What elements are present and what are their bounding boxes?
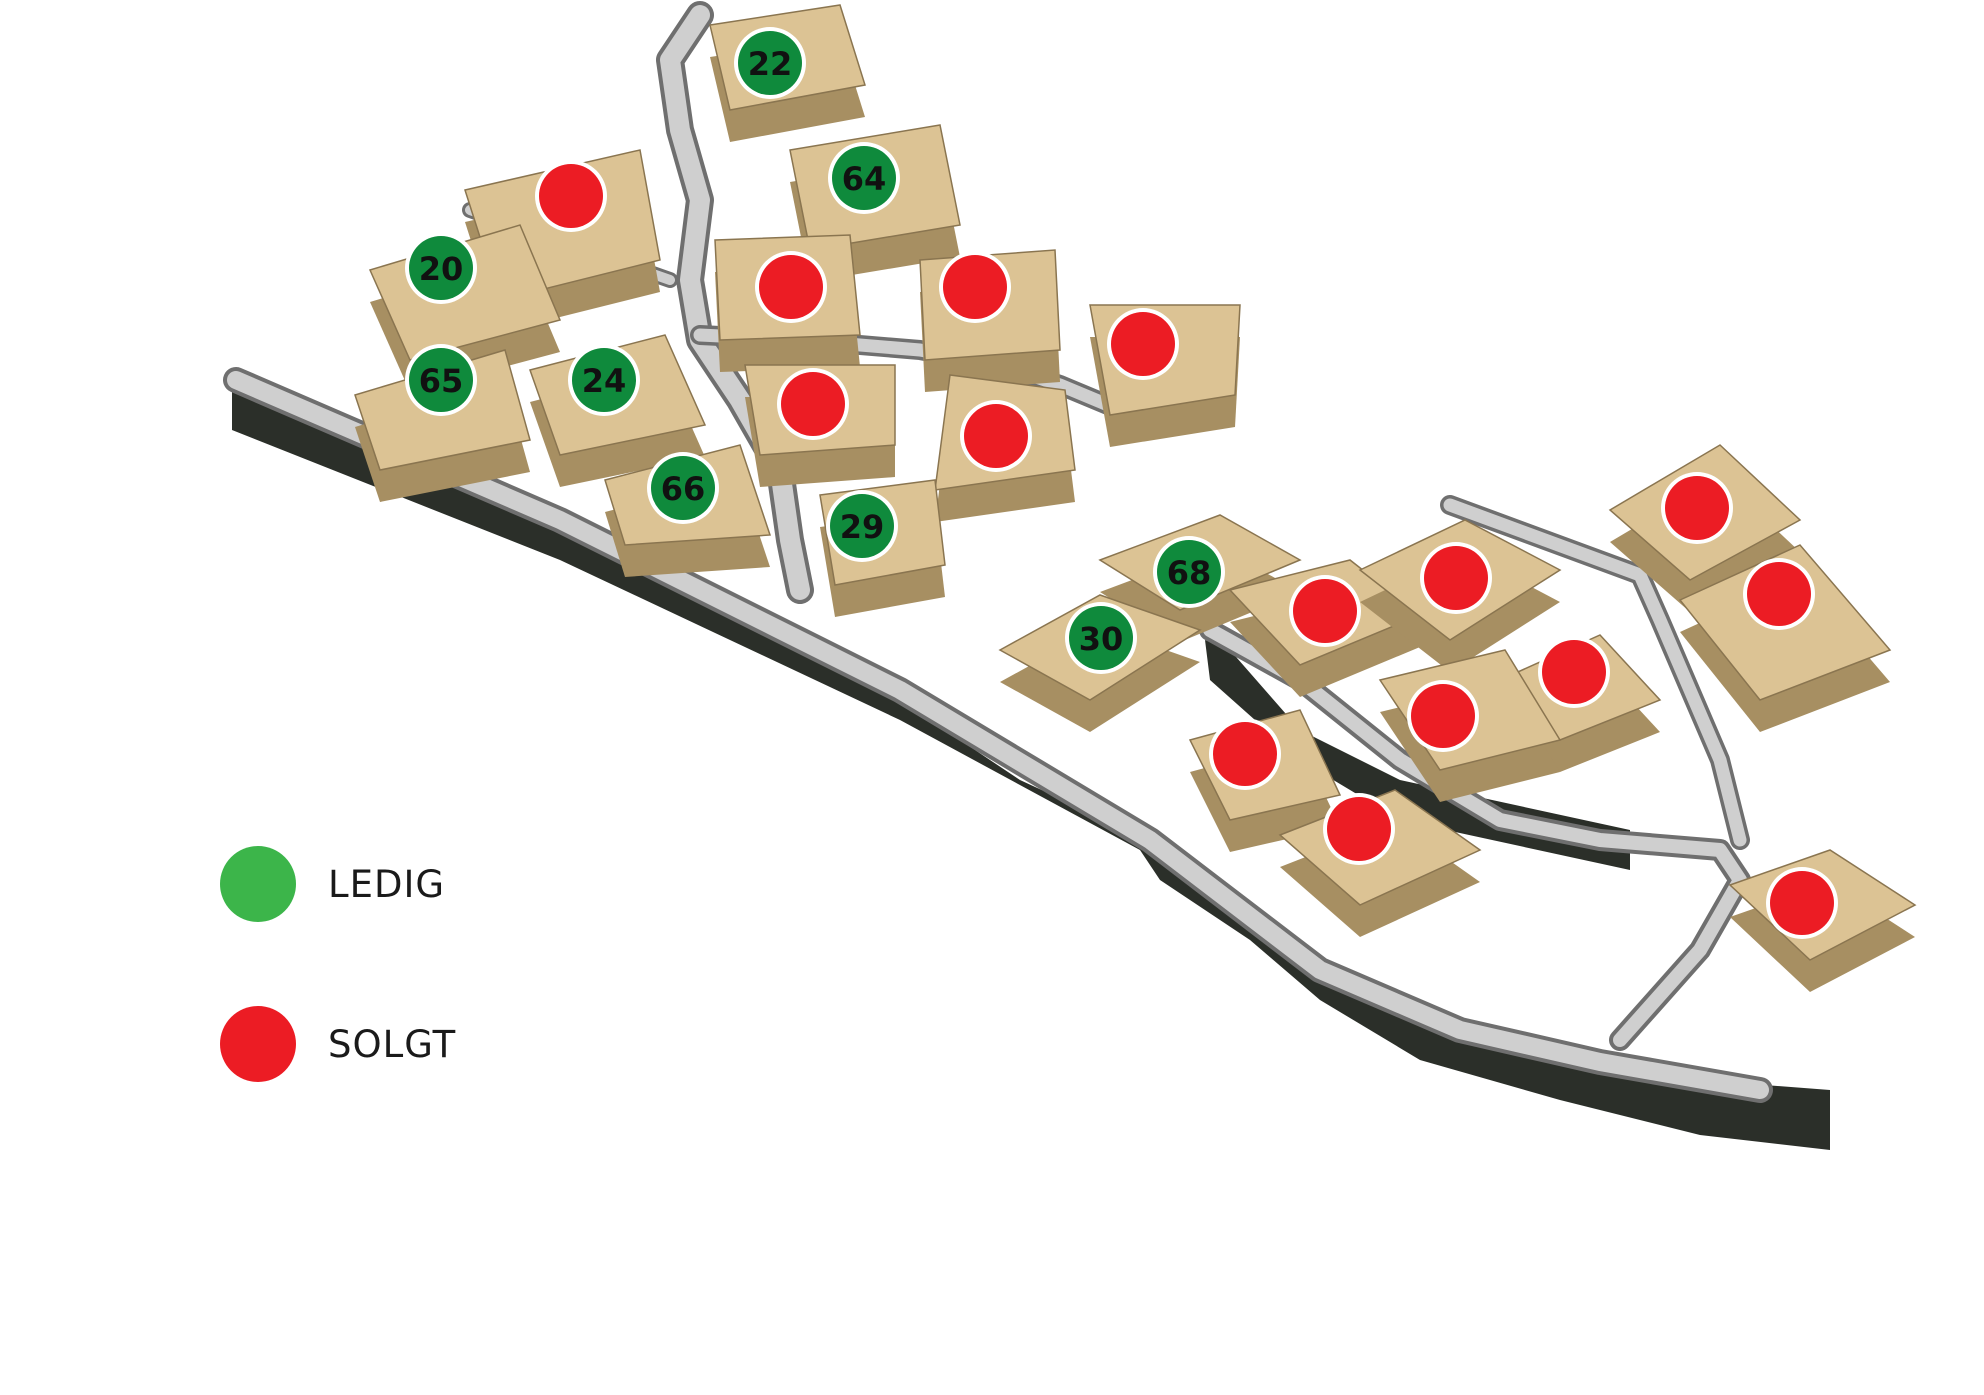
marker-sold-icon <box>539 164 603 228</box>
lot-number: 30 <box>1079 620 1124 658</box>
legend-available-label: LEDIG <box>328 862 446 906</box>
marker-sold-icon <box>781 372 845 436</box>
marker-available-icon <box>409 348 473 412</box>
lots-layer: 22 64 20 65 24 66 29 68 30 <box>354 4 1917 992</box>
lot-available[interactable]: 29 <box>819 479 946 617</box>
lot-sold[interactable] <box>1228 559 1422 697</box>
embankment-inner <box>1205 640 1630 870</box>
marker-sold-icon <box>1770 871 1834 935</box>
lot-available[interactable]: 66 <box>604 444 772 577</box>
marker-sold-icon <box>1293 579 1357 643</box>
lot-number: 22 <box>748 45 793 83</box>
lot-number: 20 <box>419 250 464 288</box>
marker-sold-icon <box>1411 684 1475 748</box>
road-north-surface <box>660 5 810 600</box>
lot-sold[interactable] <box>1608 444 1802 612</box>
lot-number: 68 <box>1167 554 1212 592</box>
lot-number: 65 <box>419 362 464 400</box>
lot-available[interactable]: 65 <box>354 344 531 502</box>
marker-sold-icon <box>1213 722 1277 786</box>
marker-available-icon <box>409 236 473 300</box>
marker-available-icon <box>651 456 715 520</box>
lot-available[interactable]: 22 <box>709 4 866 142</box>
marker-available-icon <box>572 348 636 412</box>
road-east-surface <box>1203 623 1747 1047</box>
marker-sold-icon <box>1665 476 1729 540</box>
legend-sold: SOLGT <box>220 1006 456 1082</box>
legend-available: LEDIG <box>220 846 445 922</box>
legend-available-icon <box>220 846 296 922</box>
marker-sold-icon <box>1747 562 1811 626</box>
marker-available-icon <box>1069 606 1133 670</box>
lot-number: 64 <box>842 160 887 198</box>
lot-sold[interactable] <box>744 364 896 487</box>
marker-available-icon <box>1157 540 1221 604</box>
marker-available-icon <box>832 146 896 210</box>
lot-sold[interactable] <box>919 249 1061 392</box>
lot-sold[interactable] <box>1378 649 1562 802</box>
marker-sold-icon <box>943 255 1007 319</box>
marker-available-icon <box>830 494 894 558</box>
legend-sold-label: SOLGT <box>328 1022 457 1066</box>
lot-available[interactable]: 30 <box>998 594 1202 732</box>
marker-sold-icon <box>1424 546 1488 610</box>
legend-sold-icon <box>220 1006 296 1082</box>
lot-sold[interactable] <box>1678 544 1892 732</box>
lot-sold[interactable] <box>1728 849 1917 992</box>
marker-sold-icon <box>1111 312 1175 376</box>
marker-sold-icon <box>1542 640 1606 704</box>
lot-number: 66 <box>661 470 706 508</box>
marker-available-icon <box>738 31 802 95</box>
lot-sold[interactable] <box>1358 519 1562 672</box>
lot-sold[interactable] <box>1278 789 1482 937</box>
marker-sold-icon <box>759 255 823 319</box>
marker-sold-icon <box>964 404 1028 468</box>
road-east-spur-surface <box>1443 498 1747 847</box>
lot-sold[interactable] <box>1188 709 1342 852</box>
lot-number: 24 <box>582 362 627 400</box>
lot-available[interactable]: 68 <box>1098 514 1302 642</box>
marker-sold-icon <box>1327 797 1391 861</box>
lot-sold[interactable] <box>714 234 861 372</box>
lot-sold[interactable] <box>934 374 1076 522</box>
lot-available[interactable]: 24 <box>529 334 707 487</box>
roads <box>223 1 1773 1103</box>
lot-sold[interactable] <box>1089 304 1241 447</box>
lot-number: 29 <box>840 508 885 546</box>
